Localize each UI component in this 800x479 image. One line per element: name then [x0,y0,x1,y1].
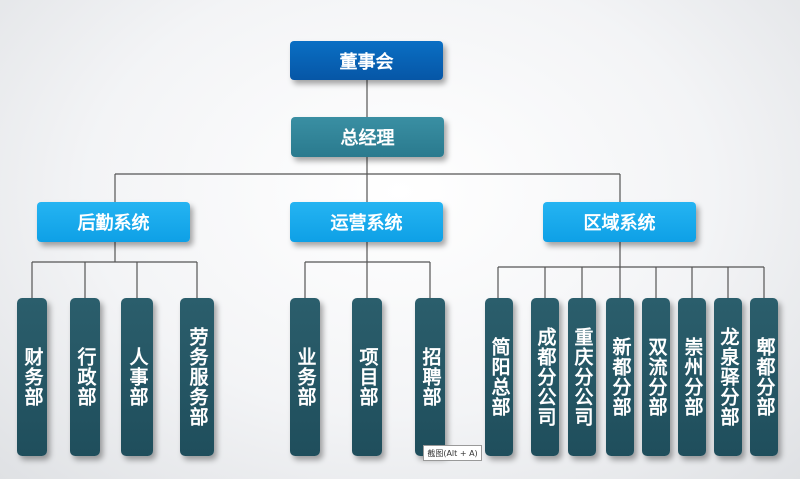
dept-node: 行政部 [70,298,100,456]
system-node-region: 区域系统 [543,202,696,242]
system-label: 区域系统 [583,213,656,234]
board-node: 董事会 [290,41,443,80]
dept-node: 人事部 [121,298,153,456]
gm-label: 总经理 [340,128,395,149]
dept-label: 重庆分公司 [571,327,594,427]
dept-node: 龙泉驿分部 [714,298,742,456]
dept-node: 新都分部 [606,298,634,456]
tooltip-text: 截图(Alt + A) [427,448,478,458]
dept-label: 行政部 [74,347,97,407]
dept-label: 招聘部 [419,347,442,407]
general-manager-node: 总经理 [291,117,444,157]
dept-node: 招聘部 [415,298,445,456]
dept-label: 劳务服务部 [186,327,209,427]
dept-node: 郫都分部 [750,298,778,456]
dept-node: 重庆分公司 [568,298,596,456]
dept-node: 劳务服务部 [180,298,214,456]
dept-label: 业务部 [294,347,317,407]
dept-label: 简阳总部 [488,337,511,417]
screenshot-tooltip: 截图(Alt + A) [423,445,482,461]
board-label: 董事会 [339,51,394,73]
system-node-logistics: 后勤系统 [37,202,190,242]
system-node-operations: 运营系统 [290,202,443,242]
dept-node: 简阳总部 [485,298,513,456]
dept-node: 双流分部 [642,298,670,456]
dept-label: 财务部 [21,347,44,407]
dept-label: 成都分公司 [534,327,557,427]
system-label: 后勤系统 [77,213,150,234]
dept-node: 财务部 [17,298,47,456]
dept-label: 龙泉驿分部 [717,327,740,427]
system-label: 运营系统 [330,213,403,234]
dept-label: 郫都分部 [753,337,776,417]
dept-node: 崇州分部 [678,298,706,456]
dept-node: 成都分公司 [531,298,559,456]
dept-label: 项目部 [356,347,379,407]
dept-node: 业务部 [290,298,320,456]
dept-label: 崇州分部 [681,337,704,417]
dept-label: 双流分部 [645,337,668,417]
dept-node: 项目部 [352,298,382,456]
dept-label: 人事部 [126,347,149,407]
dept-label: 新都分部 [609,337,632,417]
